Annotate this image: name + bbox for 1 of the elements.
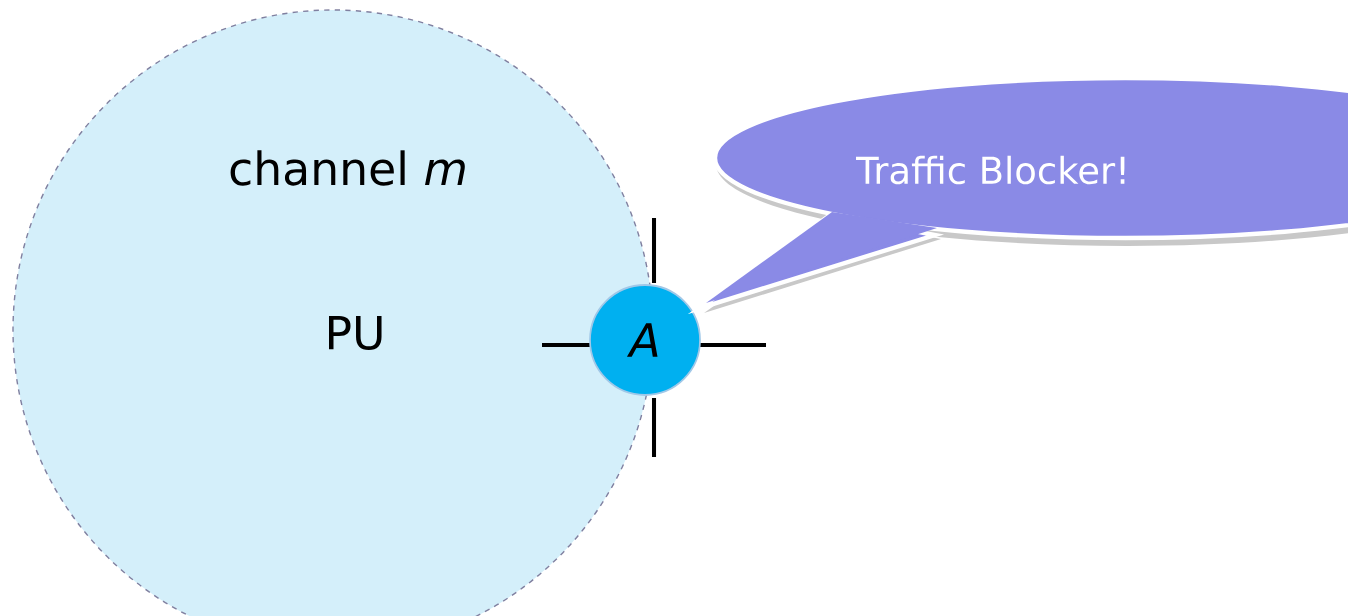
speech-bubble: Traffic Blocker! [687, 75, 1348, 315]
